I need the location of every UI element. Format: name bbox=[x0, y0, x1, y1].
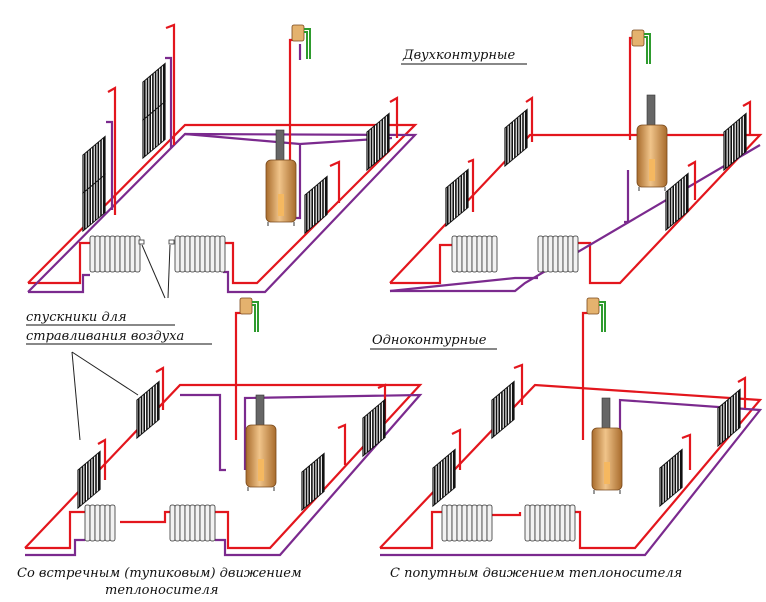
wall-radiator bbox=[504, 108, 528, 168]
riser bbox=[165, 23, 176, 145]
boiler bbox=[245, 394, 277, 491]
wall-radiator bbox=[304, 175, 328, 235]
riser bbox=[742, 100, 752, 135]
floor-radiator bbox=[84, 504, 116, 542]
supply-pipe bbox=[24, 383, 423, 550]
callout-lines bbox=[71, 244, 171, 441]
supply-pipe bbox=[490, 512, 522, 517]
chimney bbox=[601, 397, 611, 431]
riser bbox=[107, 86, 117, 215]
water-pipe bbox=[304, 31, 308, 59]
supply-pipe bbox=[27, 123, 418, 285]
supply-pipe bbox=[390, 243, 452, 285]
return-pipe bbox=[25, 538, 85, 557]
expansion-tank bbox=[291, 24, 311, 59]
supply-pipe bbox=[380, 510, 442, 550]
supply-pipe bbox=[25, 510, 85, 550]
riser bbox=[687, 160, 697, 200]
wall-radiator bbox=[301, 452, 325, 512]
wall-radiator bbox=[445, 168, 469, 228]
floor-radiator bbox=[441, 504, 493, 542]
boiler bbox=[265, 129, 297, 226]
air-vent bbox=[168, 239, 175, 245]
supply-riser bbox=[234, 311, 243, 440]
wall-radiator bbox=[82, 135, 106, 195]
scheme-dead-end-single bbox=[24, 311, 423, 557]
wall-radiator bbox=[432, 448, 456, 508]
wall-radiator bbox=[491, 380, 515, 440]
floor-radiator bbox=[524, 504, 576, 542]
supply-riser bbox=[288, 38, 298, 160]
return-riser bbox=[624, 170, 630, 224]
riser bbox=[513, 363, 524, 405]
water-pipe bbox=[252, 304, 256, 332]
supply-pipe bbox=[120, 510, 170, 524]
chimney bbox=[646, 94, 656, 128]
wall-radiator bbox=[77, 450, 101, 510]
caption-dead-end-2: теплоносителя bbox=[105, 583, 218, 598]
return-riser bbox=[295, 144, 302, 220]
wall-radiator bbox=[659, 448, 683, 508]
supply-riser bbox=[628, 36, 638, 140]
label-dual-circuit: Двухконтурные bbox=[402, 48, 516, 63]
expansion-tank bbox=[239, 297, 259, 332]
caption-dead-end-1: Со встречным (тупиковым) движением bbox=[17, 566, 302, 581]
riser bbox=[451, 428, 462, 470]
label-air-vents-1: спускники для bbox=[26, 310, 127, 325]
floor-radiator bbox=[89, 235, 141, 273]
riser bbox=[165, 56, 173, 148]
floor-radiator bbox=[451, 235, 498, 273]
wall-radiator bbox=[366, 112, 390, 172]
label-air-vents-2: стравливания воздуха bbox=[26, 329, 184, 344]
riser bbox=[329, 160, 341, 203]
caption-parallel-flow: С попутным движением теплоносителя bbox=[390, 566, 682, 581]
boiler bbox=[636, 94, 668, 191]
expansion-tank bbox=[586, 297, 606, 332]
expansion-tank bbox=[631, 29, 651, 64]
riser bbox=[467, 158, 475, 212]
chimney bbox=[275, 129, 285, 163]
floor-radiator bbox=[169, 504, 216, 542]
riser bbox=[337, 423, 347, 465]
boiler bbox=[591, 397, 623, 494]
riser bbox=[106, 120, 114, 210]
wall-radiator bbox=[362, 398, 386, 458]
return-pipe bbox=[180, 393, 226, 472]
wall-radiator bbox=[723, 112, 747, 172]
riser bbox=[155, 366, 165, 410]
water-pipe bbox=[599, 304, 603, 332]
air-vent bbox=[138, 239, 145, 245]
wall-radiator bbox=[717, 388, 741, 448]
supply-pipe bbox=[28, 241, 90, 285]
water-pipe bbox=[644, 33, 651, 64]
return-pipe bbox=[215, 393, 423, 557]
label-single-circuit: Одноконтурные bbox=[372, 333, 487, 348]
supply-riser bbox=[581, 311, 590, 440]
scheme-parallel-single bbox=[379, 311, 763, 557]
chimney bbox=[255, 394, 265, 428]
return-pipe bbox=[389, 276, 538, 293]
wall-radiator bbox=[665, 172, 689, 232]
floor-radiator bbox=[174, 235, 226, 273]
supply-pipe bbox=[389, 133, 763, 285]
riser bbox=[681, 433, 692, 470]
supply-pipe bbox=[379, 383, 763, 550]
water-pipe bbox=[599, 301, 606, 332]
return-pipe bbox=[380, 398, 763, 557]
floor-radiator bbox=[537, 235, 579, 273]
riser bbox=[737, 376, 747, 408]
water-pipe bbox=[644, 36, 648, 64]
return-pipe bbox=[28, 273, 90, 294]
water-pipe bbox=[252, 301, 259, 332]
riser bbox=[389, 96, 399, 138]
return-pipe bbox=[390, 144, 761, 293]
wall-radiator bbox=[142, 62, 166, 122]
riser bbox=[97, 438, 107, 480]
riser bbox=[525, 95, 534, 142]
water-pipe bbox=[304, 28, 311, 59]
wall-radiator bbox=[136, 380, 160, 440]
scheme-parallel-dual bbox=[389, 36, 763, 293]
scheme-dead-end-dual bbox=[27, 23, 418, 294]
